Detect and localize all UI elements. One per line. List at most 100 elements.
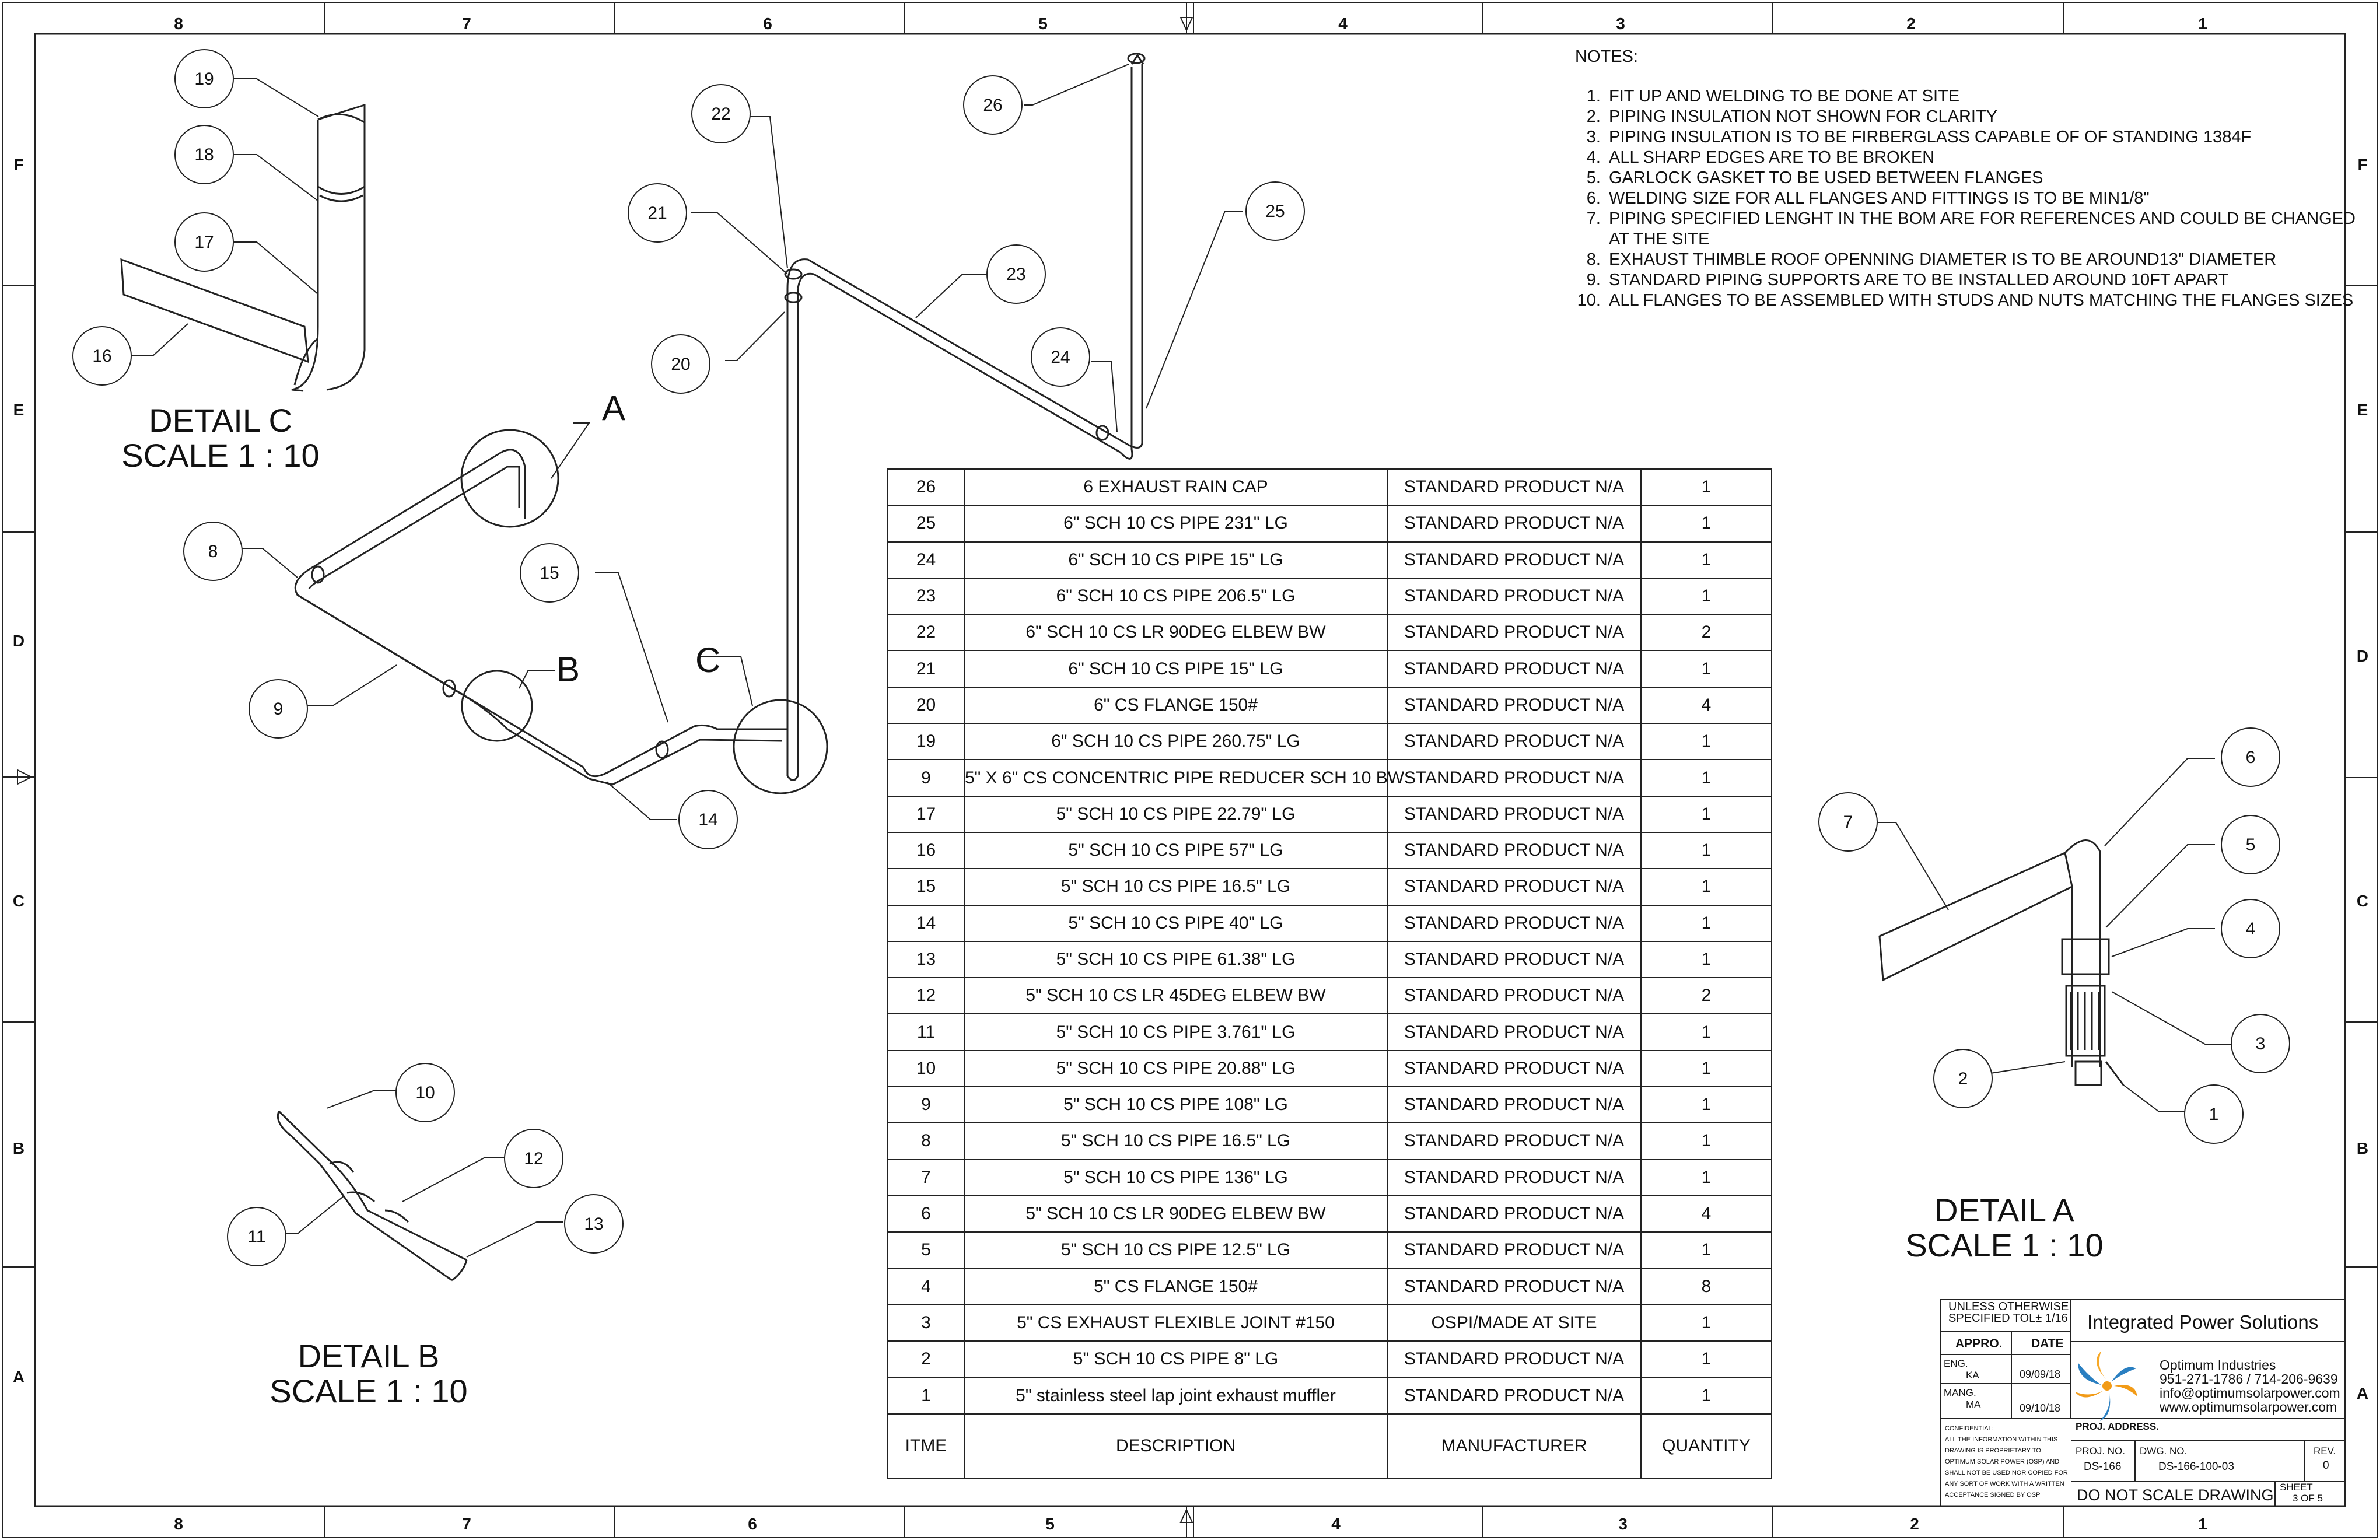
bom-cell-quantity: 8 (1640, 1268, 1772, 1306)
bom-cell-item: 14 (887, 904, 965, 942)
balloon-26: 26 (983, 96, 1002, 115)
bom-cell-description: 5" SCH 10 CS PIPE 40" LG (964, 904, 1388, 942)
balloon-13: 13 (584, 1214, 603, 1234)
bom-cell-item: 13 (887, 940, 965, 979)
bom-cell-description: 5" SCH 10 CS PIPE 136" LG (964, 1158, 1388, 1196)
bom-cell-item: 17 (887, 795, 965, 833)
detail-c-title: DETAIL C (149, 402, 292, 439)
bom-cell-item: 9 (887, 1086, 965, 1124)
bom-cell-quantity: 1 (1640, 1304, 1772, 1342)
mang-initials: MA (1966, 1399, 1981, 1410)
detail-a-drawing (1878, 839, 2124, 1086)
confidential-line: SHALL NOT BE USED NOR COPIED FOR (1945, 1469, 2068, 1476)
bom-cell-quantity: 1 (1640, 1158, 1772, 1196)
bom-header-quantity: QUANTITY (1640, 1413, 1772, 1479)
bom-cell-manufacturer: STANDARD PRODUCT N/A (1387, 614, 1642, 652)
bom-cell-description: 5" stainless steel lap joint exhaust muf… (964, 1377, 1388, 1415)
bom-cell-manufacturer: STANDARD PRODUCT N/A (1387, 1195, 1642, 1233)
bom-cell-quantity: 1 (1640, 904, 1772, 942)
zone-bottom-2: 2 (1910, 1515, 1919, 1533)
note-item: FIT UP AND WELDING TO BE DONE AT SITE (1605, 86, 2357, 107)
zone-left-d: D (13, 632, 24, 650)
note-item: ALL SHARP EDGES ARE TO BE BROKEN (1605, 148, 2357, 168)
bom-cell-quantity: 1 (1640, 650, 1772, 688)
proj-address-label: PROJ. ADDRESS. (2076, 1421, 2159, 1432)
bom-cell-manufacturer: STANDARD PRODUCT N/A (1387, 650, 1642, 688)
zone-bottom-5: 5 (1045, 1515, 1055, 1533)
eng-label: ENG. (1944, 1358, 1968, 1369)
detail-a-title: DETAIL A (1934, 1192, 2074, 1228)
zone-right-a: A (2357, 1384, 2368, 1402)
bom-cell-description: 6" SCH 10 CS PIPE 260.75" LG (964, 723, 1388, 761)
detail-letters: A B C (556, 388, 720, 689)
zone-bottom-1: 1 (2198, 1515, 2207, 1533)
balloon-16: 16 (92, 346, 111, 366)
bom-cell-manufacturer: STANDARD PRODUCT N/A (1387, 1122, 1642, 1160)
bom-cell-quantity: 1 (1640, 1086, 1772, 1124)
balloon-15: 15 (540, 564, 559, 583)
bom-cell-quantity: 1 (1640, 759, 1772, 797)
bom-cell-quantity: 1 (1640, 1231, 1772, 1269)
zone-right-b: B (2357, 1139, 2368, 1157)
main-piping-isometric (294, 52, 1146, 794)
balloon-6: 6 (2246, 748, 2256, 767)
bom-cell-description: 5" SCH 10 CS PIPE 108" LG (964, 1086, 1388, 1124)
balloon-20: 20 (671, 355, 690, 374)
bom-cell-item: 2 (887, 1340, 965, 1378)
confidential-line: ACCEPTANCE SIGNED BY OSP (1945, 1492, 2041, 1499)
detail-b-scale: SCALE 1 : 10 (270, 1373, 467, 1409)
zone-left-f: F (13, 156, 23, 174)
bom-cell-item: 1 (887, 1377, 965, 1415)
bom-cell-item: 4 (887, 1268, 965, 1306)
mang-date: 09/10/18 (2020, 1402, 2061, 1414)
bom-cell-manufacturer: OSPI/MADE AT SITE (1387, 1304, 1642, 1342)
zone-bottom-4: 4 (1331, 1515, 1340, 1533)
bom-cell-description: 6" SCH 10 CS PIPE 15" LG (964, 650, 1388, 688)
zone-labels: 8 7 6 5 4 3 2 1 8 7 6 5 4 3 2 1 F E D C … (13, 15, 2368, 1533)
sheet-info: SHEET 3 OF 5 (2280, 1482, 2323, 1504)
balloon-8: 8 (208, 542, 218, 561)
balloon-11: 11 (247, 1227, 265, 1247)
company-email: info@optimumsolarpower.com (2160, 1385, 2340, 1401)
note-item: STANDARD PIPING SUPPORTS ARE TO BE INSTA… (1605, 270, 2357, 290)
zone-top-2: 2 (1906, 15, 1916, 33)
detail-letter-b: B (556, 650, 580, 689)
bom-cell-manufacturer: STANDARD PRODUCT N/A (1387, 468, 1642, 506)
note-item: EXHAUST THIMBLE ROOF OPENNING DIAMETER I… (1605, 250, 2357, 270)
balloon-3: 3 (2256, 1034, 2266, 1054)
bom-cell-quantity: 1 (1640, 505, 1772, 542)
bom-cell-item: 3 (887, 1304, 965, 1342)
balloon-12: 12 (524, 1149, 543, 1168)
balloon-9: 9 (274, 699, 284, 719)
company-website: www.optimumsolarpower.com (2160, 1399, 2337, 1415)
bom-header-item: ITME (887, 1413, 965, 1479)
bom-cell-manufacturer: STANDARD PRODUCT N/A (1387, 904, 1642, 942)
bom-cell-quantity: 1 (1640, 795, 1772, 833)
balloon-1: 1 (2209, 1105, 2219, 1124)
bom-cell-item: 21 (887, 650, 965, 688)
bom-cell-description: 5" SCH 10 CS PIPE 8" LG (964, 1340, 1388, 1378)
confidential-line: OPTIMUM SOLAR POWER (OSP) AND (1945, 1458, 2060, 1465)
eng-initials: KA (1966, 1370, 1979, 1381)
balloon-18: 18 (194, 145, 214, 164)
zone-top-1: 1 (2198, 15, 2207, 33)
bom-cell-manufacturer: STANDARD PRODUCT N/A (1387, 505, 1642, 542)
zone-top-6: 6 (763, 15, 772, 33)
bom-cell-quantity: 1 (1640, 577, 1772, 615)
bom-cell-manufacturer: STANDARD PRODUCT N/A (1387, 1377, 1642, 1415)
bom-cell-item: 25 (887, 505, 965, 542)
bom-cell-manufacturer: STANDARD PRODUCT N/A (1387, 977, 1642, 1015)
zone-left-b: B (13, 1139, 24, 1157)
